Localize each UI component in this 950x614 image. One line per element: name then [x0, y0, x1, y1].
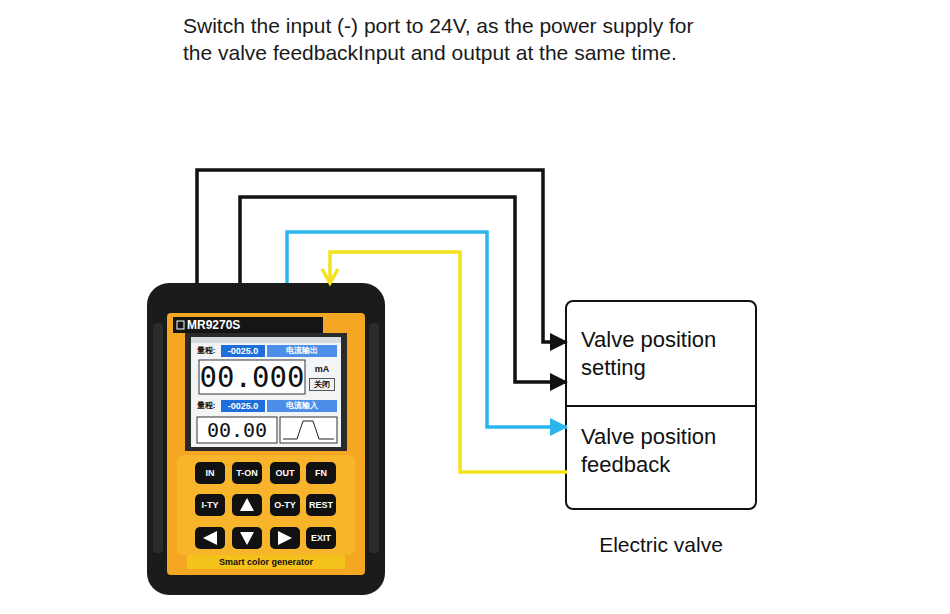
valve-box: Electric valveValve position settingValv…	[565, 300, 757, 510]
device-case	[147, 283, 385, 595]
key-button	[195, 527, 225, 549]
key-button	[232, 494, 262, 516]
key-label: IN	[195, 462, 225, 484]
orange-frame	[167, 313, 365, 575]
diagram-title: Switch the input (-) port to 24V, as the…	[183, 12, 703, 66]
key-button	[306, 494, 336, 516]
lcd-screen	[191, 337, 341, 447]
key-button	[232, 462, 262, 484]
key-label: O-TY	[270, 494, 300, 516]
key-label: OUT	[270, 462, 300, 484]
input-readout-box	[197, 417, 277, 443]
footer-strip	[187, 555, 345, 569]
left-arrow-symbol	[203, 531, 217, 545]
range-value: -0025.0	[221, 400, 265, 412]
calibrator-body	[147, 283, 385, 595]
right-arrow-symbol	[278, 531, 292, 545]
range-label: 量程:	[193, 345, 219, 357]
feedback-wire	[330, 252, 567, 472]
keypad-panel	[177, 455, 355, 555]
down-arrow-symbol	[240, 532, 254, 545]
section-label: Valve position setting	[581, 326, 749, 382]
feedback-section: Valve position feedback	[567, 407, 755, 508]
mode-label: 电流输出	[267, 345, 337, 357]
status-label: 关闭	[309, 378, 335, 391]
up-arrow-symbol	[240, 498, 254, 511]
key-button	[232, 527, 262, 549]
key-label: I-TY	[195, 494, 225, 516]
trend-trace	[283, 421, 334, 439]
key-label: FN	[306, 462, 336, 484]
screen-bezel	[185, 333, 347, 451]
range-value: -0025.0	[221, 345, 265, 357]
mode-label: 电流输入	[267, 400, 337, 412]
setting-section: Valve position setting	[567, 302, 755, 407]
signal-wire	[197, 170, 567, 342]
side-grip	[153, 323, 163, 553]
output-reading: 00.000	[199, 360, 305, 394]
key-label: T-ON	[232, 462, 262, 484]
device-model: MR9270S	[187, 317, 240, 333]
power-wire	[287, 232, 567, 427]
signal-wire	[240, 197, 567, 382]
key-button	[270, 527, 300, 549]
key-label: EXIT	[306, 527, 336, 549]
device-subtitle: Smart color generator	[187, 555, 345, 569]
header-strip	[173, 317, 323, 333]
input-reading: 00.00	[197, 417, 277, 443]
key-button	[195, 494, 225, 516]
key-button	[270, 462, 300, 484]
main-readout-box	[199, 360, 305, 394]
keypad-buttons	[195, 462, 336, 549]
key-label: REST	[306, 494, 336, 516]
key-button	[270, 494, 300, 516]
key-button	[195, 462, 225, 484]
key-button	[306, 527, 336, 549]
trend-graph	[280, 417, 337, 443]
status-bar	[191, 337, 341, 343]
label-layer: 量程:-0025.0电流输出00.000mA关闭量程:-0025.0电流输入00…	[147, 283, 385, 595]
side-grip	[369, 323, 379, 553]
section-label: Valve position feedback	[581, 423, 749, 479]
key-button	[306, 462, 336, 484]
valve-caption: Electric valve	[567, 532, 755, 558]
logo-mark	[177, 321, 184, 329]
unit-label: mA	[307, 363, 337, 375]
range-label: 量程:	[193, 400, 219, 412]
